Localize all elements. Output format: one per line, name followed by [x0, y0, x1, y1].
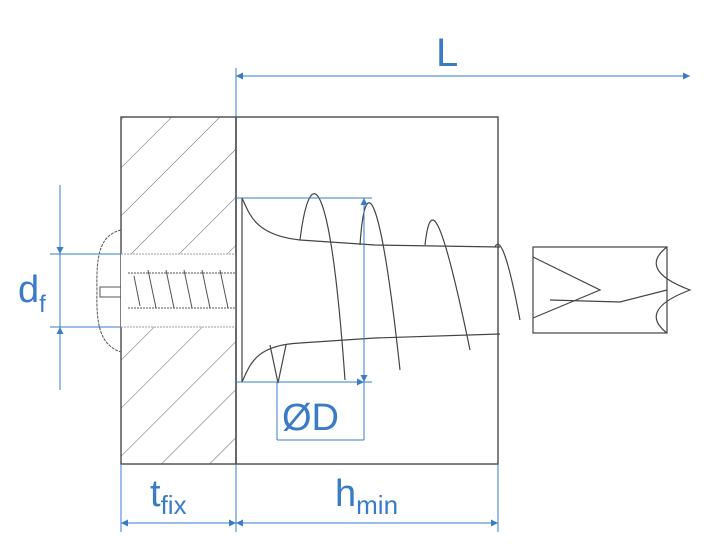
dimension-lines: [50, 68, 690, 532]
diameter-label: ØD: [282, 397, 339, 439]
fixture-block: [120, 116, 237, 465]
df-label: df: [18, 269, 46, 318]
hmin-label: hmin: [335, 473, 398, 520]
drywall-anchor: [241, 193, 692, 384]
tfix-label: tfix: [150, 473, 187, 520]
length-label: L: [436, 31, 458, 75]
base-material: [235, 116, 499, 465]
screw: [96, 229, 236, 353]
